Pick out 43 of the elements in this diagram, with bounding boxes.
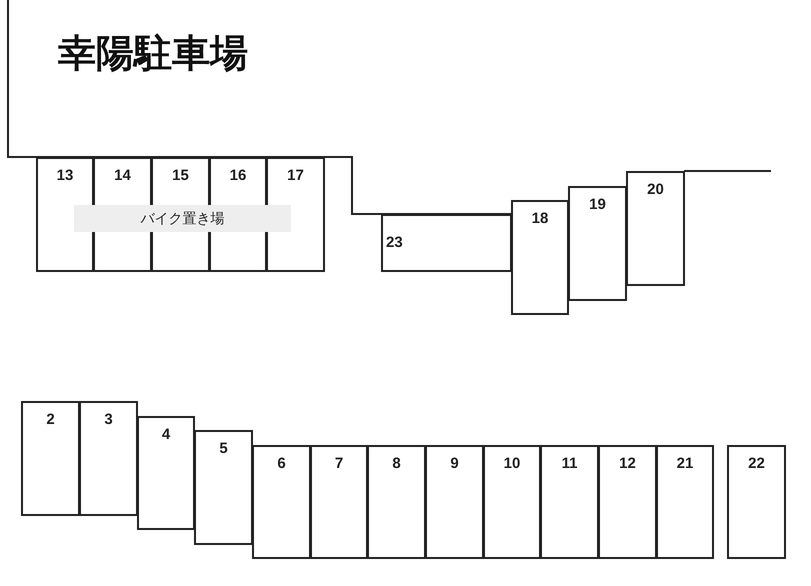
- parking-space: [194, 430, 253, 545]
- space-number: 8: [392, 455, 401, 472]
- parking-space: [568, 186, 627, 301]
- space-number: 18: [532, 210, 548, 227]
- parking-space: [21, 401, 80, 516]
- space-number: 21: [676, 455, 694, 472]
- title: 幸陽駐車場: [58, 30, 248, 77]
- parking-space: [137, 416, 195, 530]
- parking-space: [266, 157, 325, 272]
- space-number: 12: [619, 455, 636, 472]
- parking-space: [36, 157, 94, 272]
- space-number: 10: [504, 455, 520, 472]
- parking-space: [310, 445, 368, 559]
- parking-space: [252, 445, 311, 559]
- space-number: 23: [386, 234, 403, 251]
- parking-space: [483, 445, 541, 559]
- space-number: 19: [589, 196, 606, 213]
- parking-space: [727, 445, 786, 559]
- space-number: 15: [172, 167, 189, 184]
- space-number: 6: [277, 455, 286, 472]
- parking-space: [656, 445, 714, 559]
- parking-space: [425, 445, 484, 559]
- space-number: 9: [450, 455, 459, 472]
- space-number: 5: [219, 440, 228, 457]
- space-number: 13: [56, 167, 74, 184]
- space-number: 11: [562, 455, 578, 472]
- parking-space: [598, 445, 657, 559]
- parking-space: [626, 171, 685, 286]
- space-number: 20: [647, 181, 664, 198]
- space-number: 4: [162, 426, 170, 443]
- parking-space: [381, 214, 512, 272]
- parking-space: [367, 445, 426, 559]
- space-number: 2: [46, 411, 55, 428]
- space-number: 16: [230, 167, 246, 184]
- space-number: 22: [748, 455, 765, 472]
- space-number: 7: [334, 455, 344, 472]
- parking-space: [79, 401, 138, 516]
- space-number: 3: [104, 411, 113, 428]
- bike-parking-area: バイク置き場: [74, 205, 291, 232]
- parking-space: [511, 200, 569, 315]
- space-number: 14: [114, 167, 131, 184]
- space-number: 17: [287, 167, 304, 184]
- parking-space: [540, 445, 599, 559]
